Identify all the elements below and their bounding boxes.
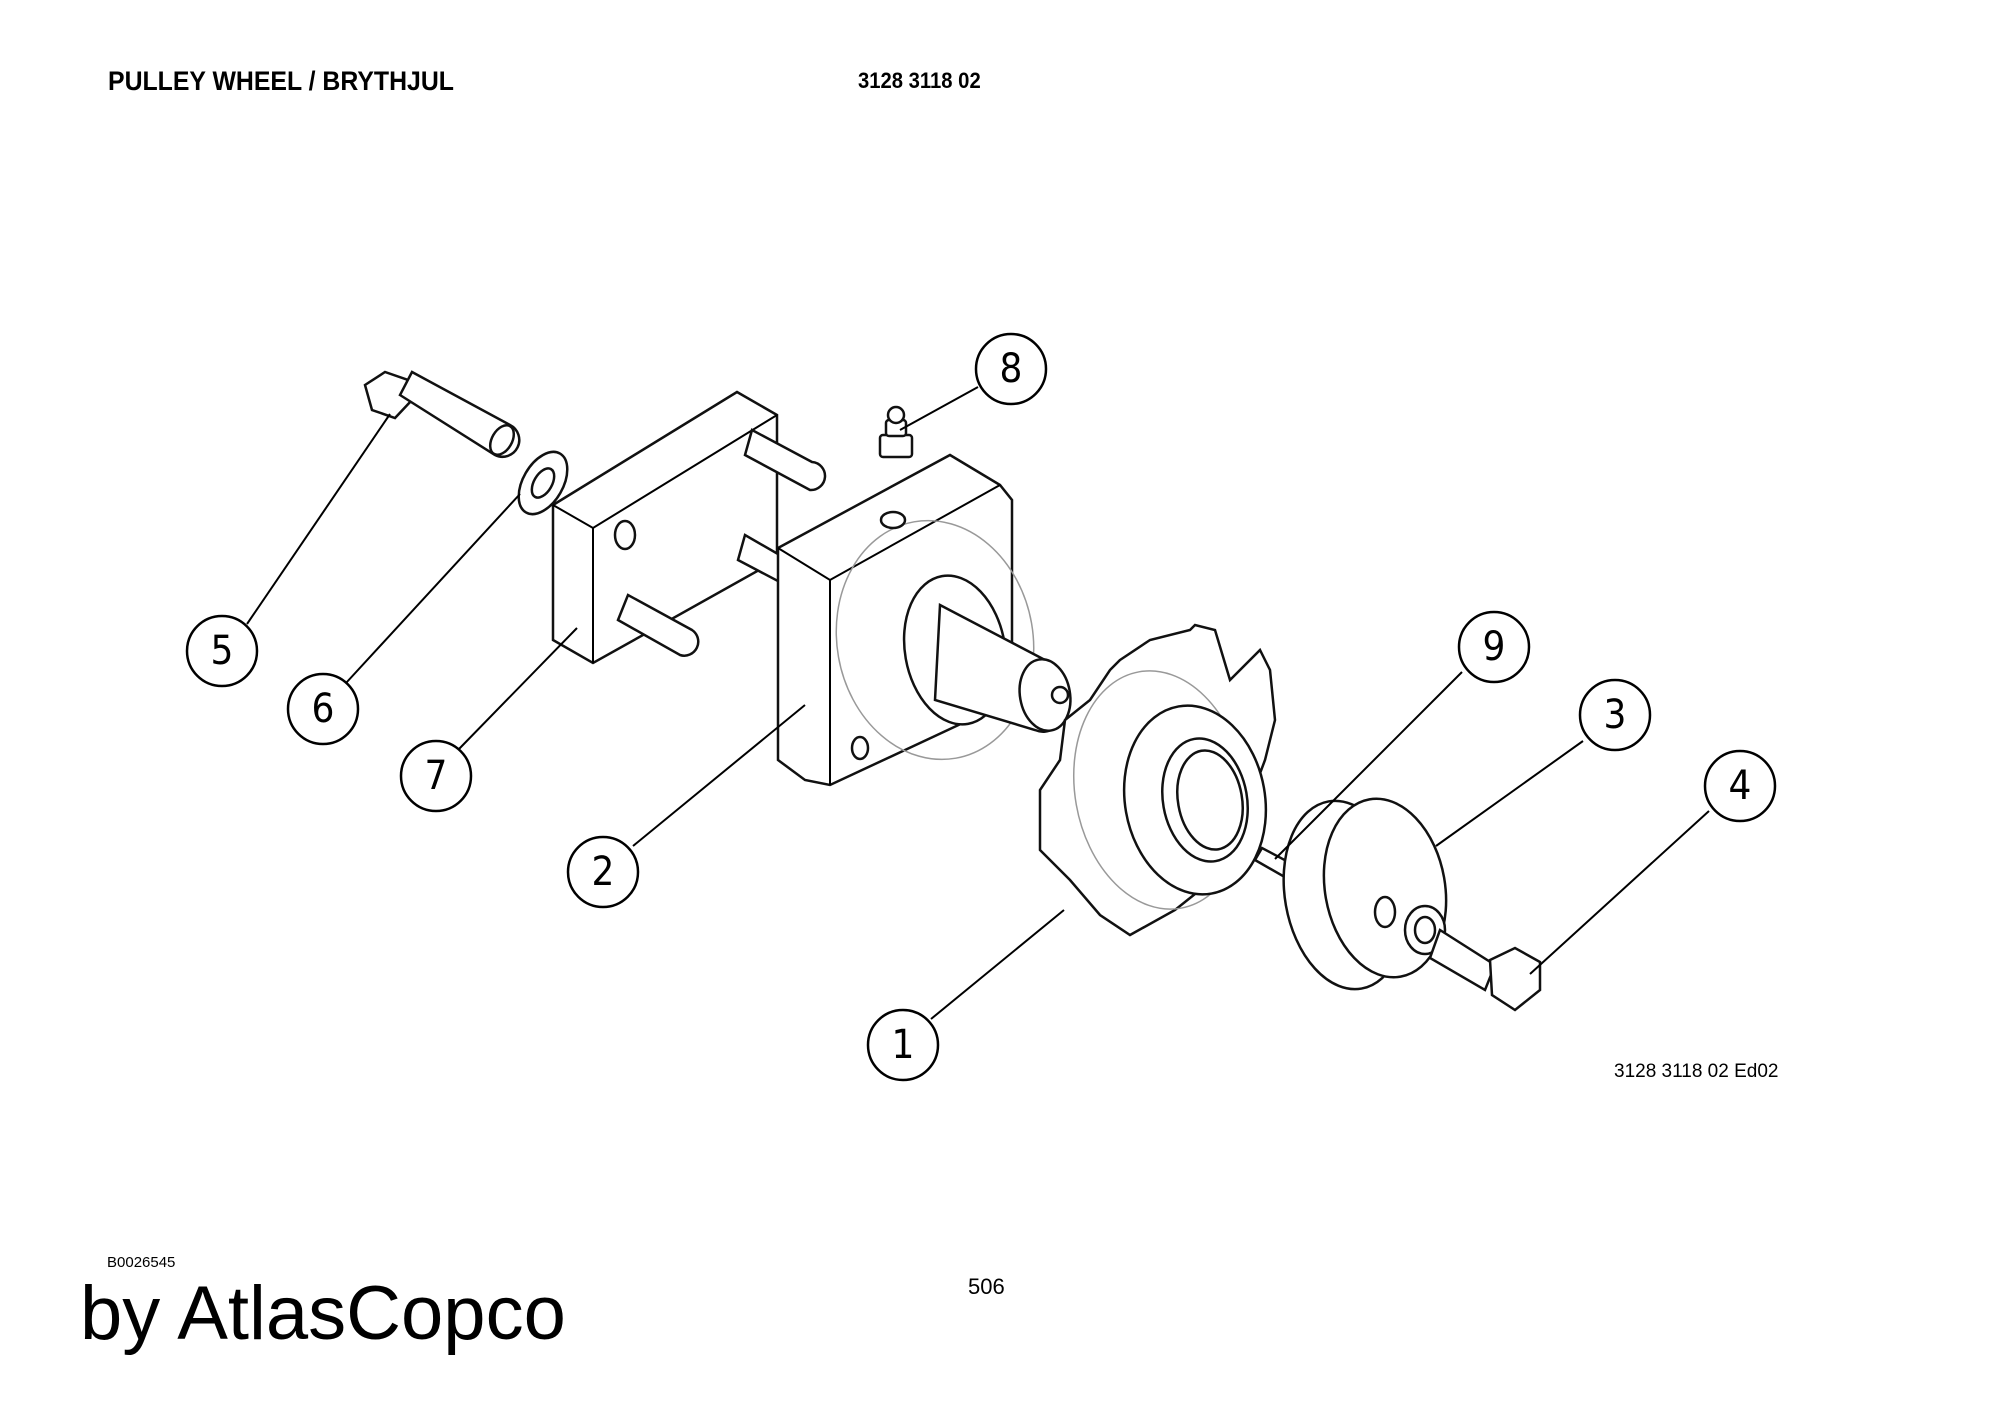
svg-text:3: 3 (1604, 692, 1627, 738)
bolt-part-4 (1428, 928, 1542, 1012)
callout-3: 3 (1578, 678, 1652, 752)
svg-text:7: 7 (425, 753, 448, 799)
callout-8: 8 (974, 332, 1048, 406)
callout-7: 7 (399, 739, 473, 813)
housing-part-2 (776, 453, 1072, 787)
svg-text:4: 4 (1729, 763, 1752, 809)
callout-4: 4 (1703, 749, 1777, 823)
svg-text:8: 8 (1000, 346, 1023, 392)
callout-6: 6 (286, 672, 360, 746)
bolt-part-5 (363, 370, 521, 458)
grease-nipple-part-8 (878, 405, 914, 459)
plate-part-7 (551, 390, 827, 665)
svg-text:2: 2 (592, 849, 615, 895)
sprocket-part-1 (1038, 623, 1277, 937)
svg-text:6: 6 (312, 686, 335, 732)
page-title: PULLEY WHEEL / BRYTHJUL (108, 66, 454, 96)
svg-text:5: 5 (211, 628, 234, 674)
cover-part-3 (1282, 797, 1448, 991)
svg-text:9: 9 (1483, 624, 1506, 670)
callout-5: 5 (185, 614, 259, 688)
svg-text:1: 1 (892, 1022, 915, 1068)
brand-text: by AtlasCopco (80, 1271, 566, 1356)
callout-2: 2 (566, 835, 640, 909)
washer-part-6 (517, 450, 569, 516)
callout-9: 9 (1457, 610, 1531, 684)
part-number: 3128 3118 02 (858, 68, 981, 93)
drawing-reference: 3128 3118 02 Ed02 (1614, 1061, 1779, 1082)
page-number: 506 (968, 1274, 1005, 1299)
document-id: B0026545 (107, 1254, 176, 1271)
callout-1: 1 (866, 1008, 940, 1082)
leader-lines (246, 386, 1710, 1020)
